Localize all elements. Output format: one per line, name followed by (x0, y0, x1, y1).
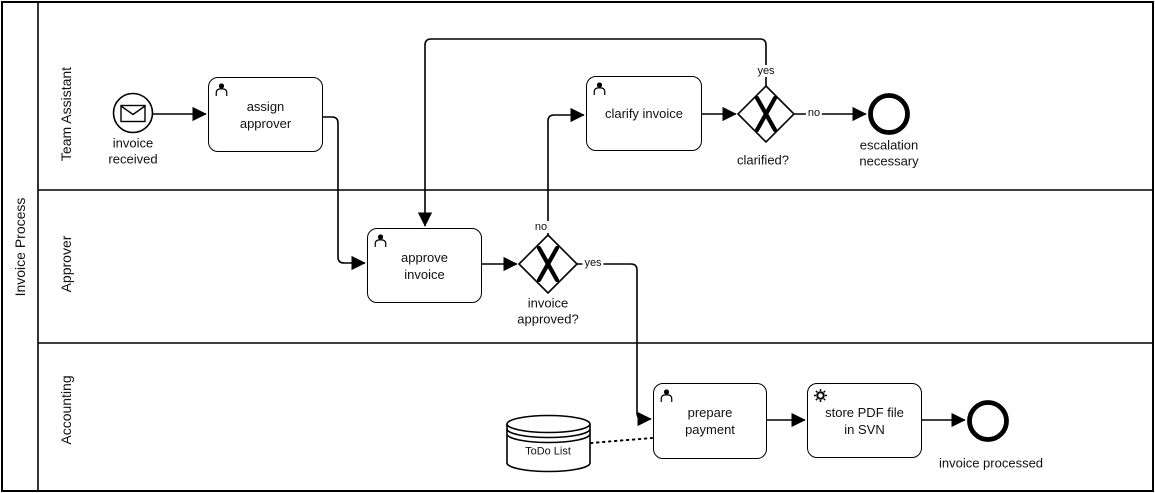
flow-assign-to-approve[interactable] (323, 116, 366, 271)
user-icon (215, 83, 228, 96)
flow-label-no: no (805, 107, 823, 119)
task-store-pdf-svn[interactable]: store PDF file in SVN (807, 383, 922, 458)
flow-clarified-yes-to-approve[interactable] (417, 38, 767, 227)
flow-gateway-yes-to-prepare[interactable] (577, 263, 652, 427)
datastore-todo-list[interactable] (506, 414, 591, 473)
gateway-invoice-approved[interactable] (517, 233, 579, 295)
envelope-icon (120, 104, 146, 123)
task-prepare-payment[interactable]: prepare payment (653, 383, 767, 459)
gear-icon (814, 389, 827, 402)
pool-label: Invoice Process (12, 197, 28, 297)
flow-label-yes: yes (755, 65, 777, 77)
task-label: store PDF file in SVN (825, 404, 904, 437)
task-assign-approver[interactable]: assign approver (208, 77, 323, 152)
flow-label-no: no (532, 221, 550, 233)
end-event-escalation[interactable] (868, 93, 910, 135)
end-processed-label: invoice processed (938, 455, 1044, 471)
task-clarify-invoice[interactable]: clarify invoice (586, 76, 702, 151)
task-label: clarify invoice (604, 106, 684, 121)
user-icon (374, 234, 387, 247)
gateway-clarified-label: clarified? (736, 152, 790, 168)
end-event-invoice-processed[interactable] (967, 400, 1009, 442)
lane-label-approver: Approver (58, 235, 74, 293)
end-escalation-label: escalation necessary (859, 137, 919, 169)
datastore-label: ToDo List (525, 445, 571, 458)
lane-label-team-assistant: Team Assistant (58, 66, 74, 162)
task-label: assign approver (239, 98, 292, 131)
task-label: approve invoice (401, 249, 448, 282)
task-approve-invoice[interactable]: approve invoice (367, 228, 482, 303)
user-icon (660, 389, 673, 402)
start-event-label: invoice received (108, 135, 158, 167)
association-todolist-to-prepare[interactable] (590, 437, 653, 444)
exclusive-gateway-x-icon (536, 245, 560, 283)
gateway-approved-label: invoice approved? (517, 295, 579, 327)
flow-label-yes: yes (582, 257, 604, 269)
exclusive-gateway-x-icon (754, 95, 778, 133)
user-icon (593, 82, 606, 95)
task-label: prepare payment (685, 405, 735, 437)
start-event-invoice-received[interactable] (112, 92, 154, 134)
lane-label-accounting: Accounting (58, 375, 74, 445)
flow-gateway-no-to-clarify[interactable] (547, 107, 585, 235)
gateway-clarified[interactable] (736, 84, 796, 144)
